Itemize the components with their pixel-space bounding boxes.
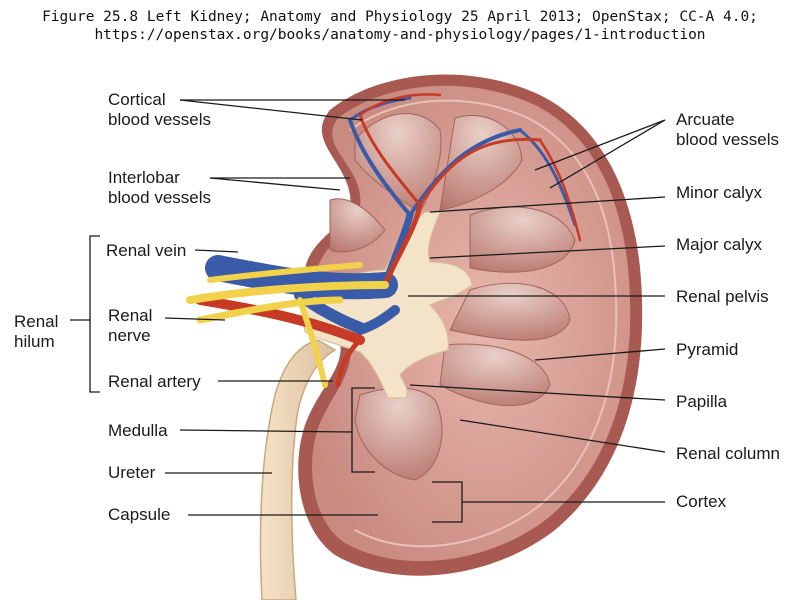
- label-renal-vein: Renal vein: [106, 241, 187, 260]
- pyramid-4: [449, 282, 571, 341]
- arteries-group: [195, 93, 582, 388]
- cortex-inner-line: [349, 99, 618, 548]
- label-capsule: Capsule: [108, 505, 171, 524]
- label-papilla: Papilla: [676, 392, 728, 411]
- label-cortex: Cortex: [676, 492, 727, 511]
- caption-line-1: Figure 25.8 Left Kidney; Anatomy and Phy…: [42, 9, 758, 25]
- label-renal-artery: Renal artery: [108, 372, 201, 391]
- label-arcuate-blood-vessels: Arcuate blood vessels: [676, 110, 780, 149]
- label-medulla: Medulla: [108, 421, 168, 440]
- label-renal-column: Renal column: [676, 444, 780, 463]
- figure-caption: Figure 25.8 Left Kidney; Anatomy and Phy…: [0, 8, 800, 44]
- caption-line-2: https://openstax.org/books/anatomy-and-p…: [94, 27, 706, 43]
- pyramid-7: [329, 198, 386, 253]
- pyramid-5: [439, 343, 551, 407]
- label-pyramid: Pyramid: [676, 340, 739, 359]
- label-ureter: Ureter: [108, 463, 156, 482]
- label-renal-nerve: Renal nerve: [108, 306, 153, 345]
- pyramid-1: [354, 113, 442, 213]
- label-renal-hilum: Renal hilum: [14, 312, 59, 351]
- pyramids-group: [329, 113, 576, 481]
- label-interlobar-blood-vessels: Interlobar blood vessels: [108, 168, 212, 207]
- nerves-group: [186, 262, 389, 388]
- label-minor-calyx: Minor calyx: [676, 183, 762, 202]
- label-renal-pelvis: Renal pelvis: [676, 287, 769, 306]
- label-cortical-blood-vessels: Cortical blood vessels: [108, 90, 212, 129]
- leader-lines: [70, 99, 666, 523]
- ureter-tube: [259, 339, 337, 600]
- label-major-calyx: Major calyx: [676, 235, 762, 254]
